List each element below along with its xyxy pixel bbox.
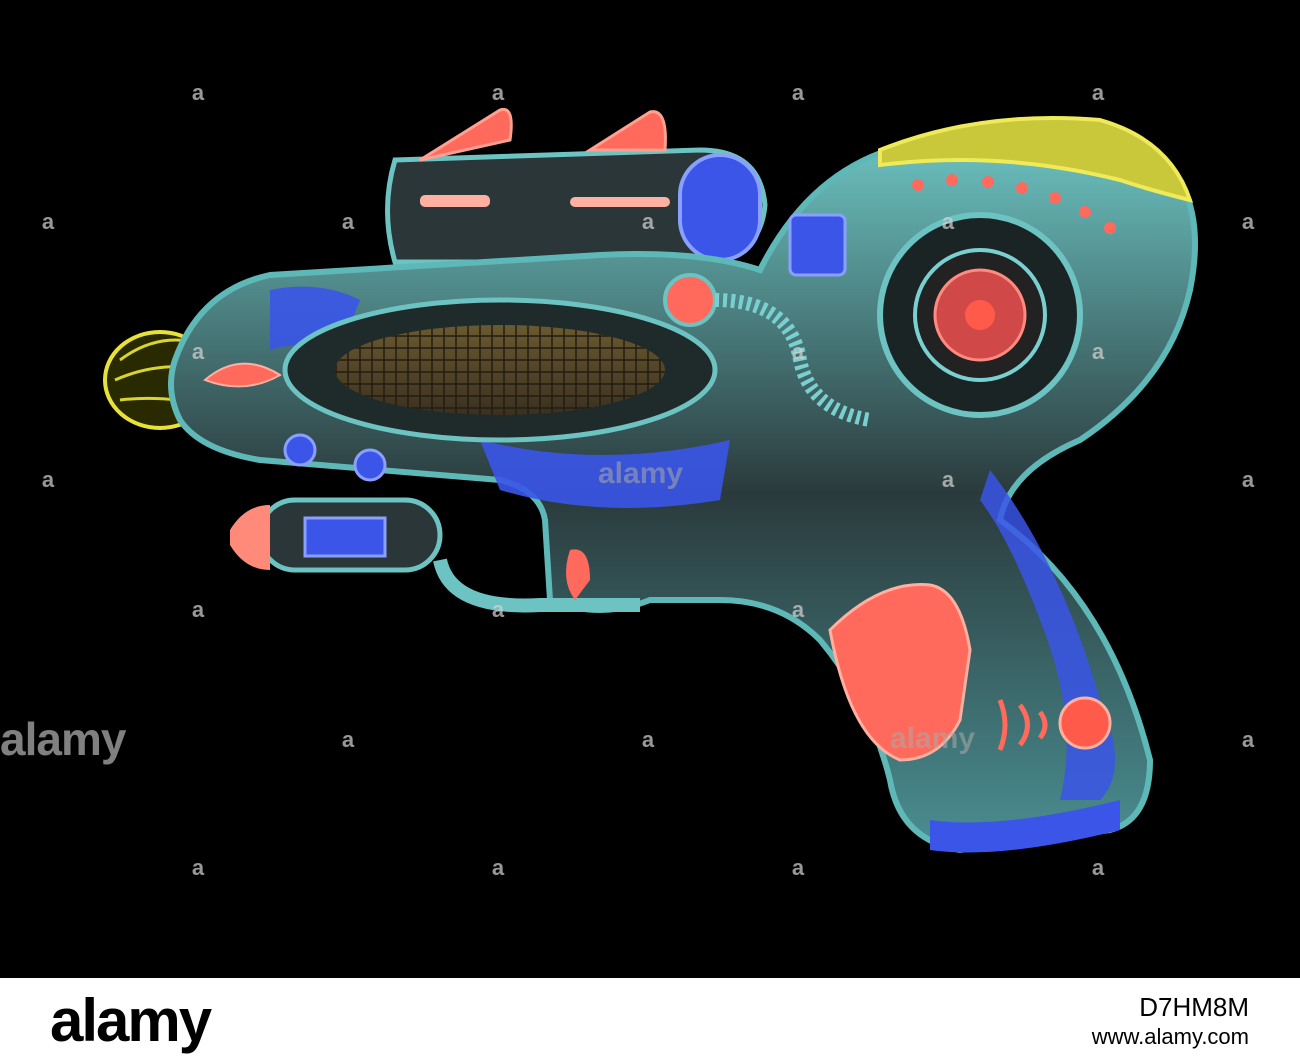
watermark-mark: a [791,80,805,105]
watermark-mark: a [491,80,505,105]
watermark-mark: a [1091,80,1105,105]
watermark-mark: a [491,597,505,622]
top-fin-front [584,110,667,152]
footer-image-id: D7HM8M [1139,992,1249,1022]
watermark-mark: a [791,339,805,364]
watermark-mark: a [41,467,55,492]
footer-bar: alamy D7HM8M www.alamy.com [0,978,1300,1059]
red-knob [663,273,717,327]
top-fin-rear [419,107,513,162]
watermark-brand: alamy [890,722,976,755]
watermark-mark: a [1241,467,1255,492]
watermark-mark: a [1241,727,1255,752]
watermark-mark: a [641,727,655,752]
watermark-mark: a [1241,209,1255,234]
footer-logo: alamy [50,987,212,1054]
footer-url: www.alamy.com [1091,1024,1249,1049]
watermark-mark: a [191,339,205,364]
watermark-brand-large: alamy [0,713,126,765]
watermark-mark: a [491,855,505,880]
ray-gun-image [103,107,1198,854]
watermark-mark: a [41,209,55,234]
watermark-mark: a [1091,855,1105,880]
watermark-mark: a [191,855,205,880]
watermark-mark: a [941,209,955,234]
watermark-brand: alamy [598,457,684,490]
grip-red-panel [828,583,972,762]
watermark-mark: a [791,855,805,880]
watermark-mark: a [791,597,805,622]
watermark-mark: a [191,597,205,622]
top-yellow-fins [878,116,1194,203]
watermark-mark: a [641,209,655,234]
watermark-mark: a [1091,339,1105,364]
watermark-mark: a [941,467,955,492]
grip-button [1058,696,1112,750]
watermark-mark: a [341,727,355,752]
watermark-mark: a [191,80,205,105]
photo: a a a a a a a a a a a a a a a a a a a a … [0,80,1255,880]
trigger-guard [433,558,640,613]
watermark-mark: a [341,209,355,234]
